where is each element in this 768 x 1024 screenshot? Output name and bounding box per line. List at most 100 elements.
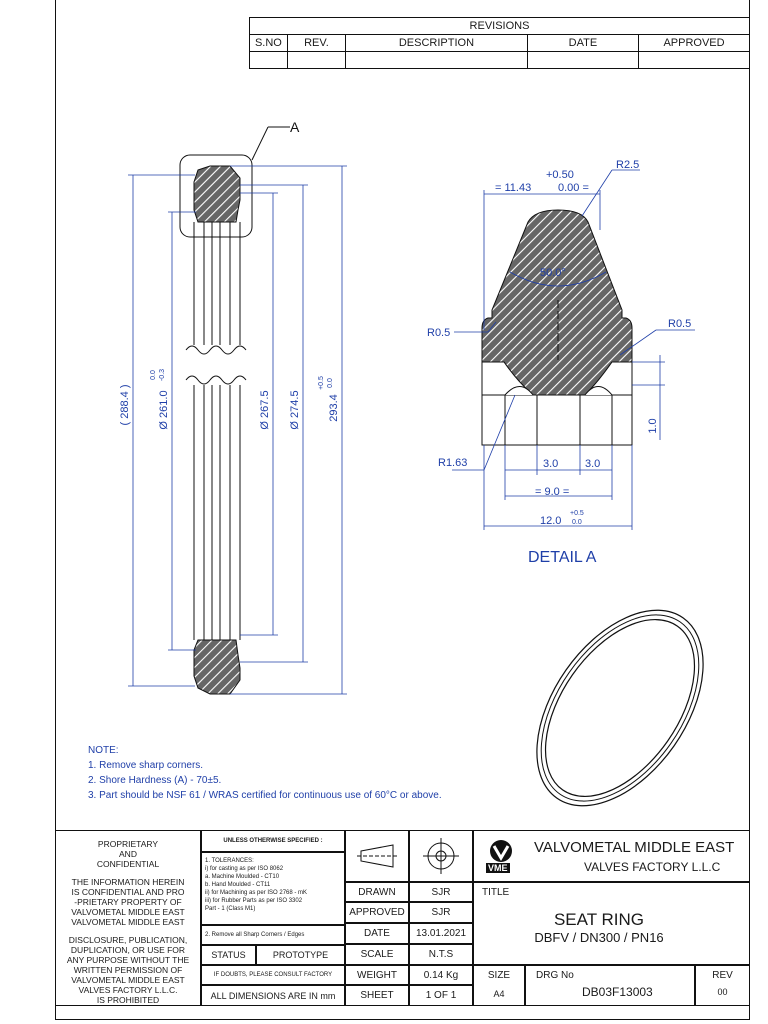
note-3: 3. Part should be NSF 61 / WRAS certifie…: [88, 790, 442, 801]
detail-r05-right: R0.5: [668, 318, 691, 330]
weight-label: WEIGHT: [345, 965, 409, 985]
projection-circle-icon: [423, 838, 459, 874]
drg-cell: DRG No DB03F13003: [525, 965, 695, 1006]
weight-value: 0.14 Kg: [409, 965, 473, 985]
detail-d120-tol-bot: 0.0: [572, 519, 582, 526]
tol-line: a. Machine Moulded - CT10: [205, 874, 280, 880]
size-label: SIZE: [487, 970, 511, 981]
tol-line: 1. TOLERANCES:: [205, 858, 254, 864]
detail-d120: 12.0: [540, 515, 561, 527]
detail-base: [481, 394, 633, 446]
date-value: 13.01.2021: [409, 923, 473, 944]
dim-293: 293.4: [328, 394, 340, 422]
proprietary-line: PROPRIETARY: [97, 839, 159, 849]
sheet-label: SHEET: [345, 985, 409, 1006]
drawing-canvas: A ( 288.4 ) Ø 261.0 0.0 -0.3 Ø 267.5 Ø 2…: [119, 119, 704, 807]
dim-267: Ø 267.5: [259, 390, 271, 429]
size-cell: SIZE A4: [473, 965, 525, 1006]
info-line: IS CONFIDENTIAL AND PRO: [71, 887, 185, 897]
col-approved: APPROVED: [638, 34, 750, 52]
sharp-corners-note: 2. Remove all Sharp Corners / Edges: [201, 925, 345, 945]
drawing-frame: [55, 0, 750, 1020]
projection-cone-cell: [345, 830, 409, 882]
bottom-hatched-profile: [193, 639, 241, 695]
detail-width-tol-bot: 0.00 =: [558, 182, 589, 194]
disclosure-line: WRITTEN PERMISSION OF: [73, 965, 183, 975]
info-line: THE INFORMATION HEREIN: [71, 877, 185, 887]
disclosure-line: DISCLOSURE, PUBLICATION,: [68, 935, 188, 945]
detail-width-tol-top: +0.50: [546, 169, 574, 181]
detail-d30a: 3.0: [543, 458, 558, 470]
note-1: 1. Remove sharp corners.: [88, 760, 204, 771]
disclosure-line: DUPLICATION, OR USE FOR: [70, 945, 186, 955]
dim-274: Ø 274.5: [289, 390, 301, 429]
detail-angle: 50.0°: [540, 267, 566, 279]
info-line: -PRIETARY PROPERTY OF: [74, 897, 182, 907]
detail-d30b: 3.0: [585, 458, 600, 470]
part-title: SEAT RING: [553, 910, 645, 929]
disclosure-line: VALVES FACTORY L.L.C.: [78, 985, 178, 995]
dim-293-tol-bot: 0.0: [327, 378, 334, 388]
dim-288: ( 288.4 ): [119, 385, 131, 426]
vme-logo-icon: [490, 840, 512, 862]
disclosure-line: IS PROHIBITED: [96, 995, 160, 1005]
notes: NOTE: 1. Remove sharp corners. 2. Shore …: [88, 743, 442, 803]
scale-label: SCALE: [345, 944, 409, 965]
scale-value: N.T.S: [409, 944, 473, 965]
info-line: VALVOMETAL MIDDLE EAST: [71, 907, 185, 917]
company-subname: VALVES FACTORY L.L.C: [584, 859, 721, 874]
status-label: STATUS: [201, 945, 256, 965]
dim-261-tol-bot: -0.3: [159, 369, 166, 381]
disclosure-line: VALVOMETAL MIDDLE EAST: [71, 975, 185, 985]
all-dimensions-note: ALL DIMENSIONS ARE IN mm: [201, 985, 345, 1006]
tol-line: i) for casting as per ISO 8062: [205, 866, 284, 872]
detail-label: DETAIL A: [528, 549, 597, 566]
projection-cone-icon: [357, 844, 397, 868]
ring-isometric: [536, 609, 704, 807]
detail-d120-tol-top: +0.5: [570, 510, 584, 517]
approved-value: SJR: [409, 902, 473, 923]
revisions-table: REVISIONS S.NO REV. DESCRIPTION DATE APP…: [249, 17, 750, 69]
section-dimensions: [128, 165, 347, 695]
approved-label: APPROVED: [345, 902, 409, 923]
date-label: DATE: [345, 923, 409, 944]
logo-text: VME: [486, 863, 510, 873]
top-hatched-profile: [193, 165, 241, 223]
detail-d90: = 9.0 =: [535, 486, 569, 498]
vme-logo: VME: [482, 837, 520, 875]
info-line: VALVOMETAL MIDDLE EAST: [71, 917, 185, 927]
tol-line: iii) for Rubber Parts as per ISO 3302: [205, 898, 303, 904]
detail-r163: R1.63: [438, 457, 467, 469]
doubt-note: IF DOUBTS, PLEASE CONSULT FACTORY: [201, 965, 345, 985]
note-2: 2. Shore Hardness (A) - 70±5.: [88, 775, 222, 786]
tol-line: b. Hand Moulded - CT11: [205, 882, 271, 888]
title-label: TITLE: [482, 887, 510, 898]
rev-label: REV: [712, 970, 733, 981]
drg-value: DB03F13003: [582, 985, 653, 999]
status-value: PROTOTYPE: [256, 945, 345, 965]
detail-r05-left: R0.5: [427, 327, 450, 339]
dim-261-tol-top: 0.0: [150, 370, 157, 380]
size-value: A4: [493, 989, 505, 999]
unless-specified: UNLESS OTHERWISE SPECIFIED :: [201, 830, 345, 852]
title-panel: TITLE SEAT RING DBFV / DN300 / PN16: [473, 882, 750, 965]
rev-cell: REV 00: [695, 965, 750, 1006]
tolerance-notes: 1. TOLERANCES: i) for casting as per ISO…: [201, 852, 345, 925]
notes-heading: NOTE:: [88, 745, 119, 756]
sheet-value: 1 OF 1: [409, 985, 473, 1006]
detail-r25: R2.5: [616, 159, 639, 171]
detail-d10: 1.0: [647, 418, 659, 433]
tol-line: Part - 1 (Class M1): [205, 906, 256, 912]
drawn-label: DRAWN: [345, 882, 409, 902]
dim-293-tol-top: +0.5: [318, 376, 325, 390]
detail-dimensions: [452, 169, 695, 530]
tol-line: ii) for Machining as per ISO 2768 - mK: [205, 890, 308, 896]
proprietary-line: CONFIDENTIAL: [96, 859, 160, 869]
rev-value: 00: [717, 987, 728, 997]
drg-label: DRG No: [536, 970, 574, 981]
company-panel: VME VALVOMETAL MIDDLE EAST VALVES FACTOR…: [473, 830, 750, 882]
detail-callout: A: [290, 119, 300, 135]
drawn-value: SJR: [409, 882, 473, 902]
disclosure-line: ANY PURPOSE WITHOUT THE: [66, 955, 190, 965]
detail-a-view: [481, 209, 633, 446]
